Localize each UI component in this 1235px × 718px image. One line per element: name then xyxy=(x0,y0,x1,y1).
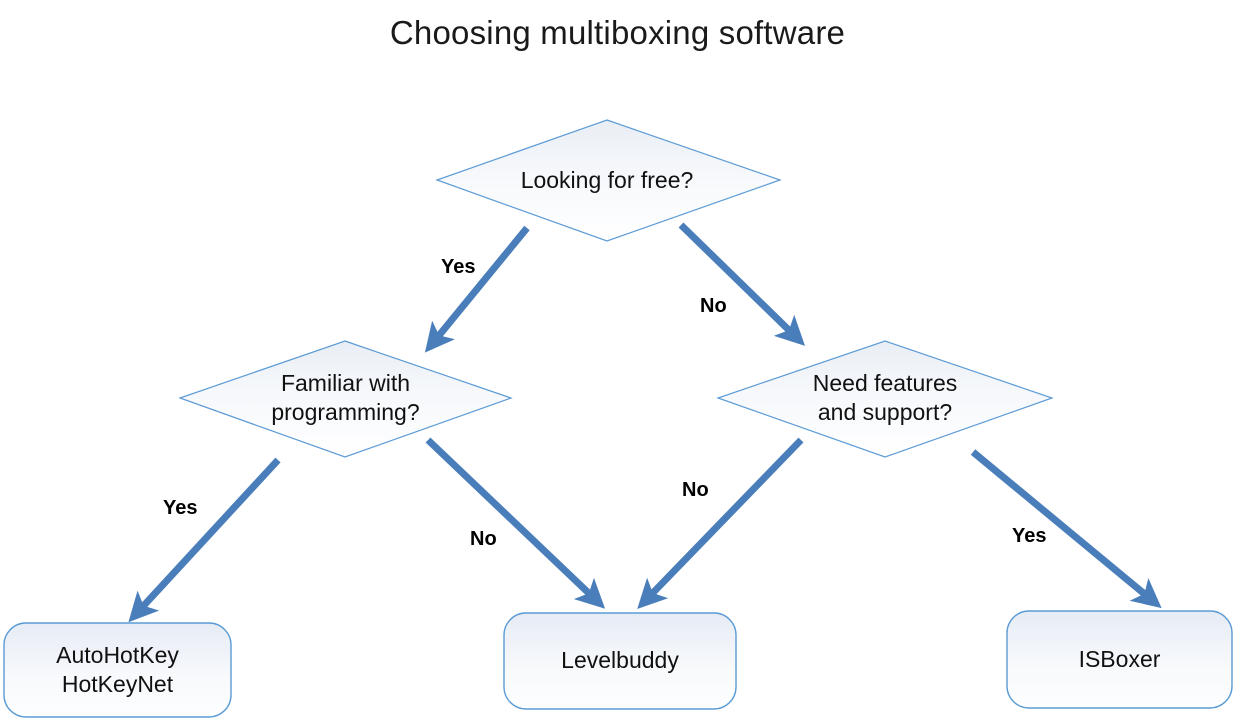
edge-prog-yes-label: Yes xyxy=(163,497,198,519)
edge-features-yes-label: Yes xyxy=(1012,525,1047,547)
edge-features-yes-arrow xyxy=(970,449,1162,609)
edge-free-yes-label: Yes xyxy=(441,256,476,278)
node-levelbuddy-shape[interactable] xyxy=(503,612,737,710)
node-isboxer-shape[interactable] xyxy=(1006,610,1233,709)
edge-free-no-arrow xyxy=(678,222,806,346)
node-need-features-and-support-shape[interactable] xyxy=(716,340,1054,458)
edge-features-no-arrow xyxy=(637,437,804,610)
edge-free-yes-arrow xyxy=(424,225,530,353)
edge-prog-no-arrow xyxy=(425,437,606,609)
node-familiar-with-programming-shape[interactable] xyxy=(178,340,513,458)
edge-features-no-label: No xyxy=(682,479,709,501)
edge-free-no-label: No xyxy=(700,295,727,317)
edge-prog-yes-arrow xyxy=(128,457,281,623)
node-autohotkey-hotkeynet-shape[interactable] xyxy=(3,622,232,718)
node-looking-for-free-shape[interactable] xyxy=(435,119,782,242)
page-title: Choosing multiboxing software xyxy=(389,14,846,51)
edge-prog-no-label: No xyxy=(470,528,497,550)
